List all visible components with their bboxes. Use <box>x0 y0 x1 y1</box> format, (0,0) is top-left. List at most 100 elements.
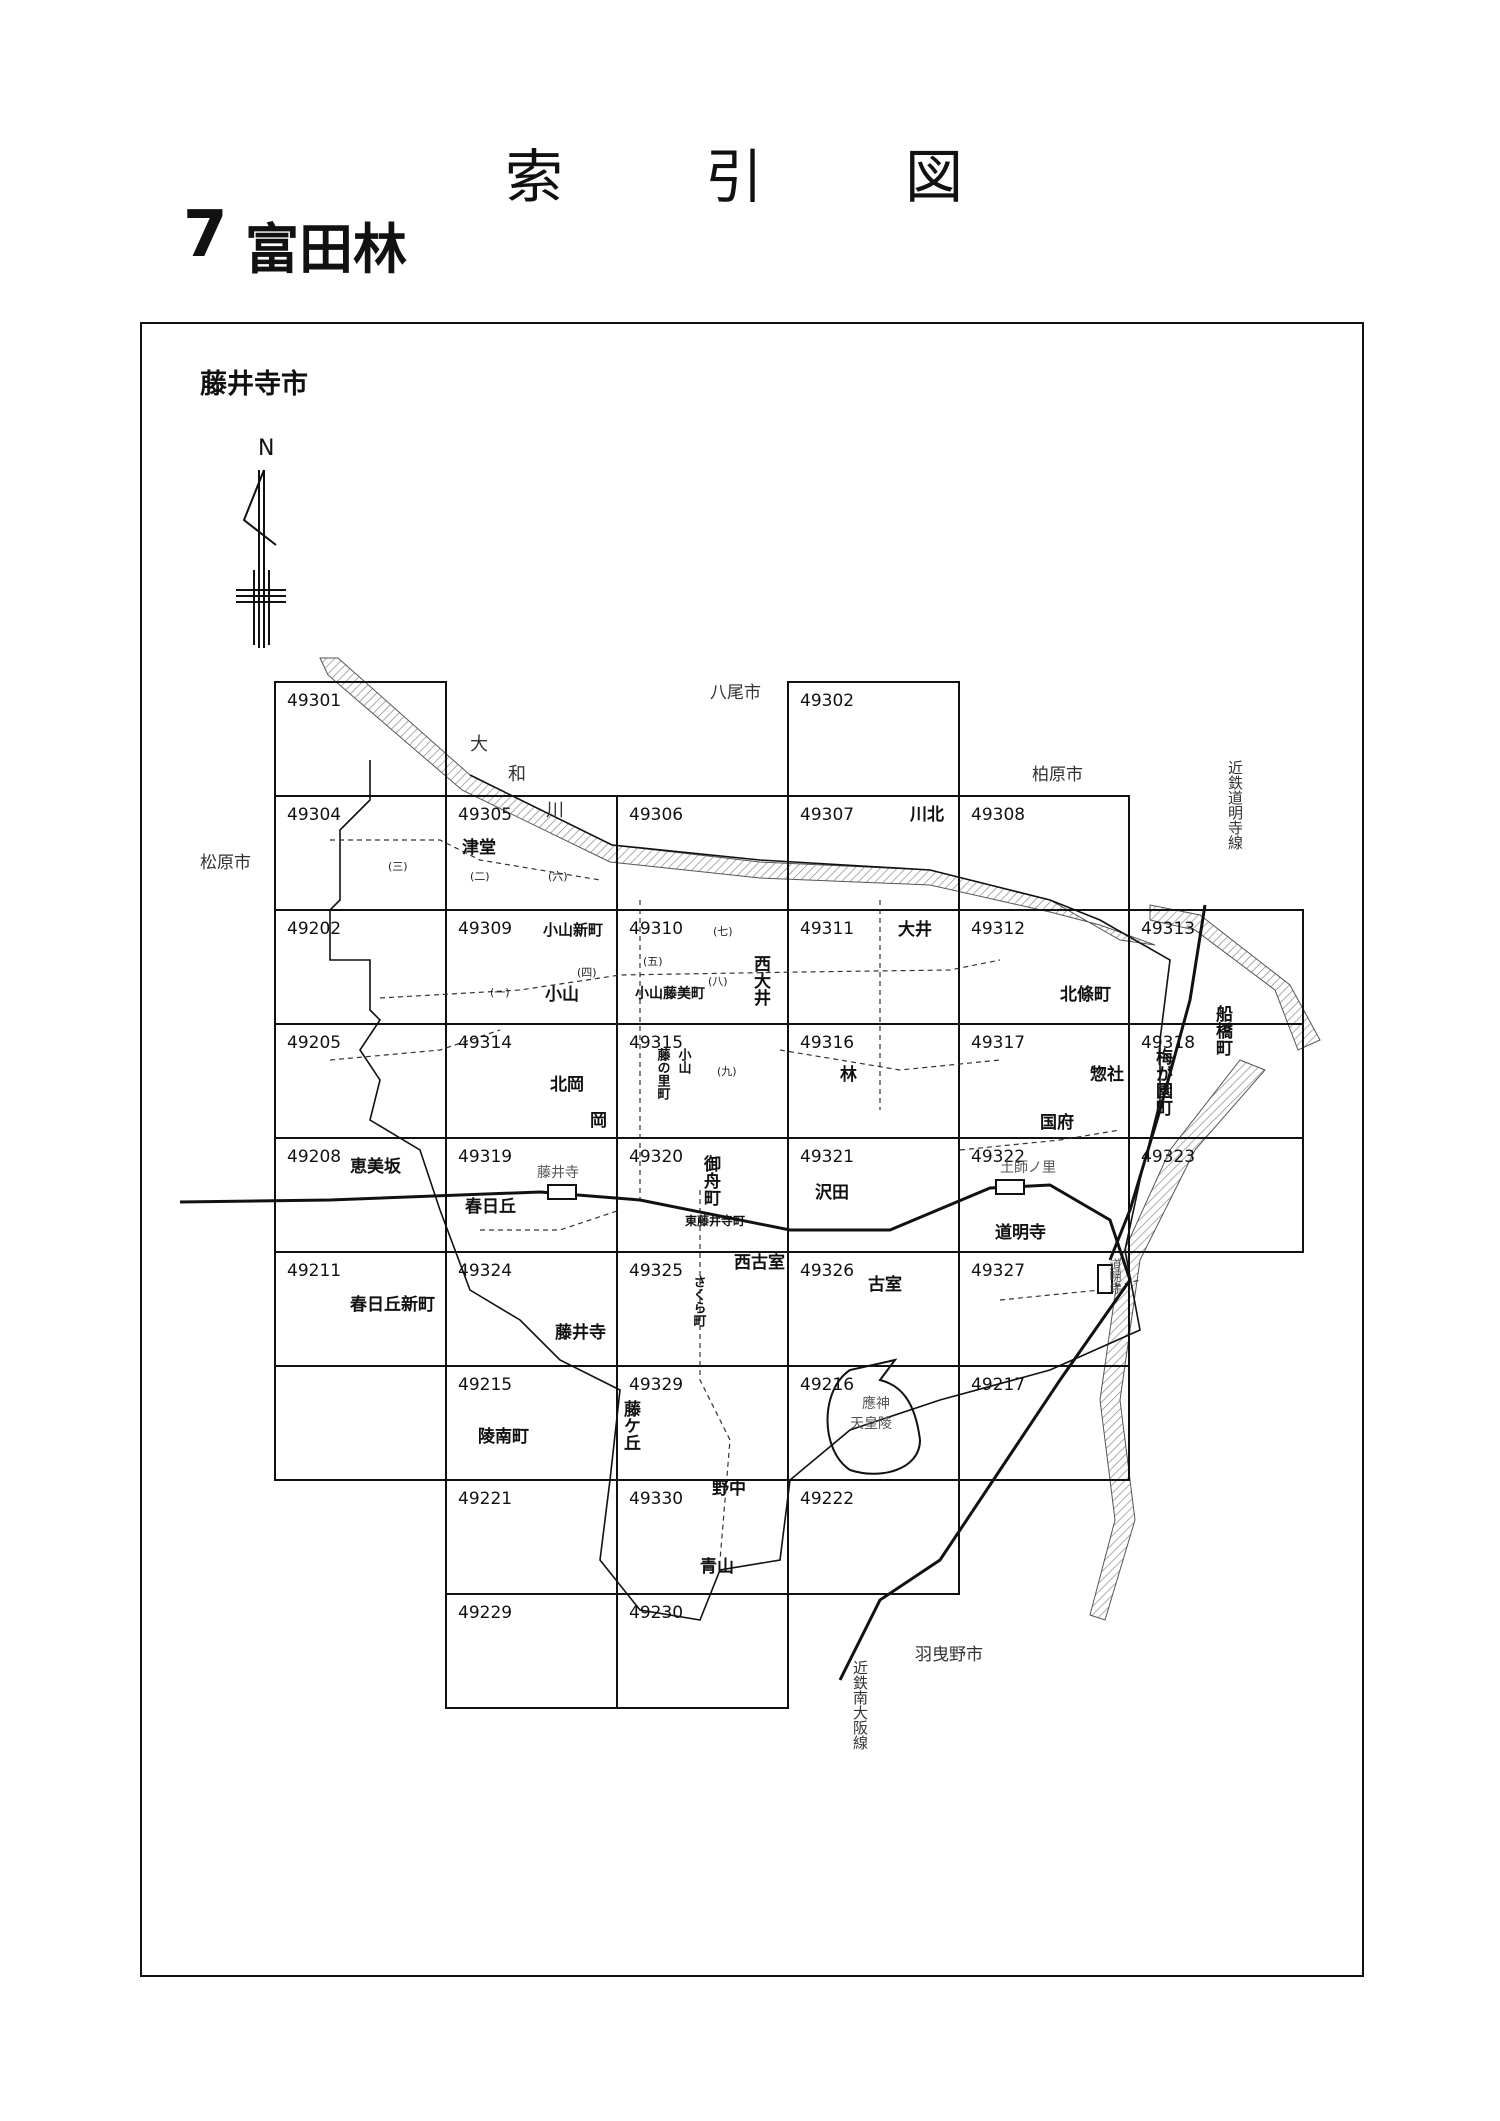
tile-id: 49322 <box>971 1147 1025 1167</box>
municipality-label: 松原市 <box>200 853 251 873</box>
tile-id: 49324 <box>458 1261 512 1281</box>
tile-id: 49208 <box>287 1147 341 1167</box>
town-label: 国府 <box>1040 1112 1074 1133</box>
tile-id: 49318 <box>1141 1033 1195 1053</box>
river-label: 大 和 川 <box>470 734 564 821</box>
tile-id: 49329 <box>629 1375 683 1395</box>
tile-id: 49323 <box>1141 1147 1195 1167</box>
city-boundary <box>329 760 1171 1621</box>
tile-id: 49217 <box>971 1375 1025 1395</box>
town-label: 西大井 <box>750 955 771 1007</box>
tile-id: 49215 <box>458 1375 512 1395</box>
station-label: 道明寺 <box>1108 1258 1122 1294</box>
domyoji-station <box>1097 1264 1113 1294</box>
town-label: 梅が園町 <box>1152 1047 1173 1117</box>
town-label: 藤の里町 <box>655 1047 671 1101</box>
tile-id: 49330 <box>629 1489 683 1509</box>
tile-id: 49211 <box>287 1261 341 1281</box>
domyoji-line <box>1108 904 1207 1261</box>
tile-id: 49326 <box>800 1261 854 1281</box>
index-map-frame <box>140 322 1364 1977</box>
town-label: 春日丘新町 <box>350 1294 435 1315</box>
tile-id: 49311 <box>800 919 854 939</box>
district-lines <box>329 839 1141 1561</box>
sub-area-label: (三) <box>388 860 408 873</box>
town-label: 青山 <box>700 1556 734 1577</box>
tile-id: 49229 <box>458 1603 512 1623</box>
town-label: 岡 <box>590 1111 607 1131</box>
railway-label: 近鉄道明寺線 <box>1226 760 1244 850</box>
heading-char: 引 <box>705 143 764 211</box>
municipality-label: 柏原市 <box>1032 765 1083 785</box>
tile-id: 49319 <box>458 1147 512 1167</box>
river-char: 和 <box>508 764 526 785</box>
town-label: 道明寺 <box>995 1222 1046 1243</box>
town-label: 陵南町 <box>478 1426 529 1447</box>
tomb-moat <box>826 1358 922 1475</box>
tile-id: 49315 <box>629 1033 683 1053</box>
tile-id: 49221 <box>458 1489 512 1509</box>
town-label: 林 <box>840 1064 857 1085</box>
town-label: 小山 <box>676 1048 692 1075</box>
landmark-label: 應神 <box>862 1395 890 1412</box>
north-label: N <box>258 436 274 461</box>
town-label: 恵美坂 <box>350 1156 402 1177</box>
town-label: 西古室 <box>734 1252 785 1273</box>
town-label: 津堂 <box>462 837 496 858</box>
tile-id: 49222 <box>800 1489 854 1509</box>
tile-id: 49320 <box>629 1147 683 1167</box>
station-label: 藤井寺 <box>537 1165 579 1181</box>
section-name: 富田林 <box>245 218 407 281</box>
tile-id: 49309 <box>458 919 512 939</box>
tile-id: 49308 <box>971 805 1025 825</box>
sub-area-label: (七) <box>713 925 733 938</box>
town-label: 北條町 <box>1060 984 1111 1005</box>
north-arrow-icon: N <box>236 436 286 648</box>
town-label: 古室 <box>868 1274 902 1295</box>
tile-id: 49230 <box>629 1603 683 1623</box>
river-char: 大 <box>470 734 488 755</box>
sub-area-label: (八) <box>708 975 728 988</box>
tile-ids: 49301 49302 49304 49305 49306 49307 4930… <box>287 691 1195 1623</box>
town-label: 大井 <box>898 919 932 940</box>
town-label: 沢田 <box>815 1182 849 1203</box>
tile-id: 49313 <box>1141 919 1195 939</box>
town-label: 春日丘 <box>465 1196 516 1217</box>
tile-id: 49327 <box>971 1261 1025 1281</box>
tile-id: 49205 <box>287 1033 341 1053</box>
town-label: 小山 <box>545 985 579 1005</box>
town-label: 御舟町 <box>700 1154 722 1207</box>
sub-area-label: (九) <box>717 1065 737 1078</box>
tile-id: 49321 <box>800 1147 854 1167</box>
tile-id: 49301 <box>287 691 341 711</box>
town-label: 藤井寺 <box>555 1322 606 1343</box>
town-label: 藤ケ丘 <box>620 1400 641 1451</box>
landmark-label: 天皇陵 <box>850 1416 892 1432</box>
town-label: 野中 <box>712 1478 746 1499</box>
municipality-label: 八尾市 <box>710 683 761 703</box>
river-char: 川 <box>546 800 564 821</box>
sub-area-label: (一) <box>490 986 510 999</box>
sub-area-labels: (一) (二) (三) (四) (五) (六) (七) (八) (九) <box>388 860 737 1078</box>
tile-id: 49312 <box>971 919 1025 939</box>
tile-id: 49216 <box>800 1375 854 1395</box>
tile-id: 49325 <box>629 1261 683 1281</box>
tile-id: 49307 <box>800 805 854 825</box>
town-label: 北岡 <box>550 1075 584 1095</box>
station-label: 土師ノ里 <box>1000 1160 1056 1176</box>
sub-area-label: (六) <box>548 870 568 883</box>
town-label: 惣社 <box>1090 1064 1124 1085</box>
heading-char: 索 <box>505 143 564 211</box>
town-label: 船橋町 <box>1212 1004 1233 1057</box>
town-label: 川北 <box>909 805 944 825</box>
tile-id: 49305 <box>458 805 512 825</box>
city-label: 藤井寺市 <box>200 369 308 400</box>
tile-id: 49304 <box>287 805 341 825</box>
tile-id: 49202 <box>287 919 341 939</box>
tile-id: 49317 <box>971 1033 1025 1053</box>
sub-area-label: (五) <box>643 955 663 968</box>
sub-area-label: (四) <box>577 966 597 979</box>
tile-id: 49302 <box>800 691 854 711</box>
ishikawa-river <box>1089 1059 1266 1621</box>
